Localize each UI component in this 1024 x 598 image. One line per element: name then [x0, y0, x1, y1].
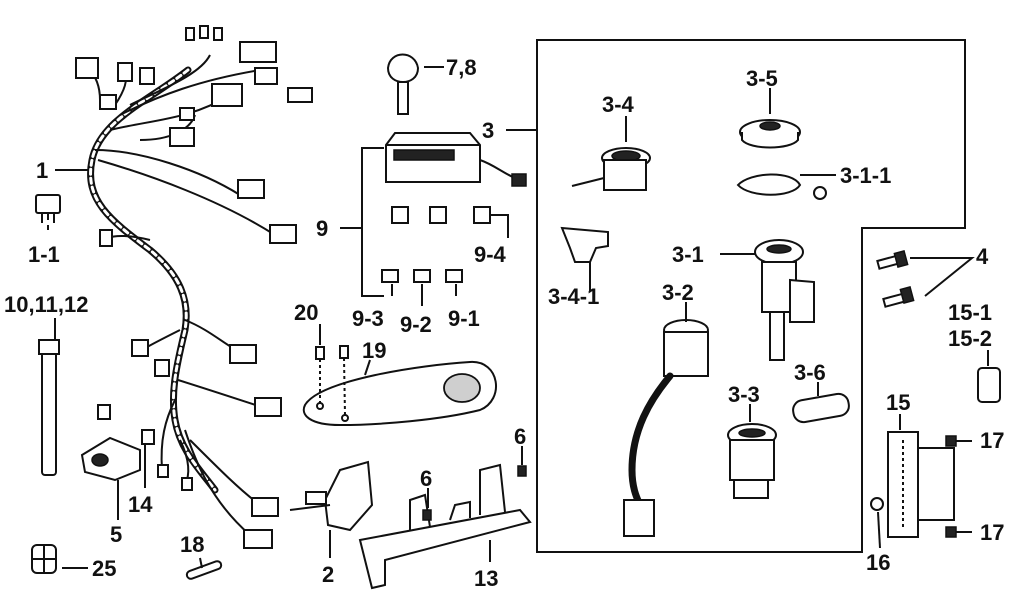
- lock-cover-part: [736, 173, 827, 200]
- callout-16: 16: [866, 550, 890, 575]
- callout-3-1: 3-1: [672, 242, 704, 267]
- clamp-bracket-part: [80, 404, 155, 482]
- callout-1-1: 1-1: [28, 242, 60, 267]
- callout-17-lower: 17: [980, 520, 1004, 545]
- callout-14: 14: [128, 492, 153, 517]
- callout-20: 20: [294, 300, 318, 325]
- callout-9-3: 9-3: [352, 306, 384, 331]
- callout-6-lower: 6: [420, 466, 432, 491]
- callout-3-6: 3-6: [794, 360, 826, 385]
- mount-plate-part: [302, 345, 497, 427]
- long-bracket-part: [358, 463, 532, 590]
- kit-box-outline: [536, 39, 966, 553]
- callout-9-1: 9-1: [448, 306, 480, 331]
- callout-3-2: 3-2: [662, 280, 694, 305]
- sub-lock-part: [727, 423, 777, 499]
- cable-tie-part: [38, 339, 60, 476]
- callout-3: 3: [482, 118, 494, 143]
- fuse-row-parts: [381, 206, 491, 283]
- leader-lines: [47, 66, 989, 569]
- wire-harness: [75, 25, 313, 549]
- fuse-box-part: [385, 132, 527, 187]
- bolt-6-parts: [422, 465, 527, 521]
- callout-19: 19: [362, 338, 386, 363]
- callout-3-1-1: 3-1-1: [840, 163, 891, 188]
- relay-part: [35, 194, 61, 223]
- fuel-cap-part: [739, 119, 801, 149]
- seat-lock-part: [571, 147, 651, 191]
- callout-13: 13: [474, 566, 498, 591]
- callout-3-4: 3-4: [602, 92, 635, 117]
- nut-part: [870, 497, 884, 511]
- bolt-4-parts: [876, 250, 915, 308]
- pin-part: [185, 560, 223, 580]
- callout-15-1: 15-1: [948, 300, 992, 325]
- callout-4: 4: [976, 244, 989, 269]
- callout-18: 18: [180, 532, 204, 557]
- callout-9: 9: [316, 216, 328, 241]
- key-part: [386, 53, 420, 115]
- coupler-part: [31, 544, 57, 574]
- callout-15-2: 15-2: [948, 326, 992, 351]
- callout-9-2: 9-2: [400, 312, 432, 337]
- callout-15: 15: [886, 390, 910, 415]
- callout-17-upper: 17: [980, 428, 1004, 453]
- mount-bracket-part: [289, 460, 374, 532]
- callout-6-upper: 6: [514, 424, 526, 449]
- callout-10-11-12: 10,11,12: [4, 292, 88, 317]
- spring-part: [792, 392, 850, 424]
- switch-harness-part: [623, 319, 709, 537]
- callout-3-5: 3-5: [746, 66, 778, 91]
- callout-3-4-1: 3-4-1: [548, 284, 599, 309]
- callout-labels: 1 1-1 10,11,12 5 14 25 18 2 7,8 9 9-4 9-…: [4, 55, 1004, 591]
- fuse-holder-part: [887, 431, 955, 538]
- callout-25: 25: [92, 556, 116, 581]
- callout-3-3: 3-3: [728, 382, 760, 407]
- callout-7-8: 7,8: [446, 55, 477, 80]
- main-switch-part: [754, 239, 815, 361]
- lock-clip-part: [560, 226, 609, 263]
- callout-9-4: 9-4: [474, 242, 507, 267]
- callout-5: 5: [110, 522, 122, 547]
- callout-1: 1: [36, 158, 48, 183]
- fuse-cover-part: [977, 367, 1001, 403]
- callout-2: 2: [322, 562, 334, 587]
